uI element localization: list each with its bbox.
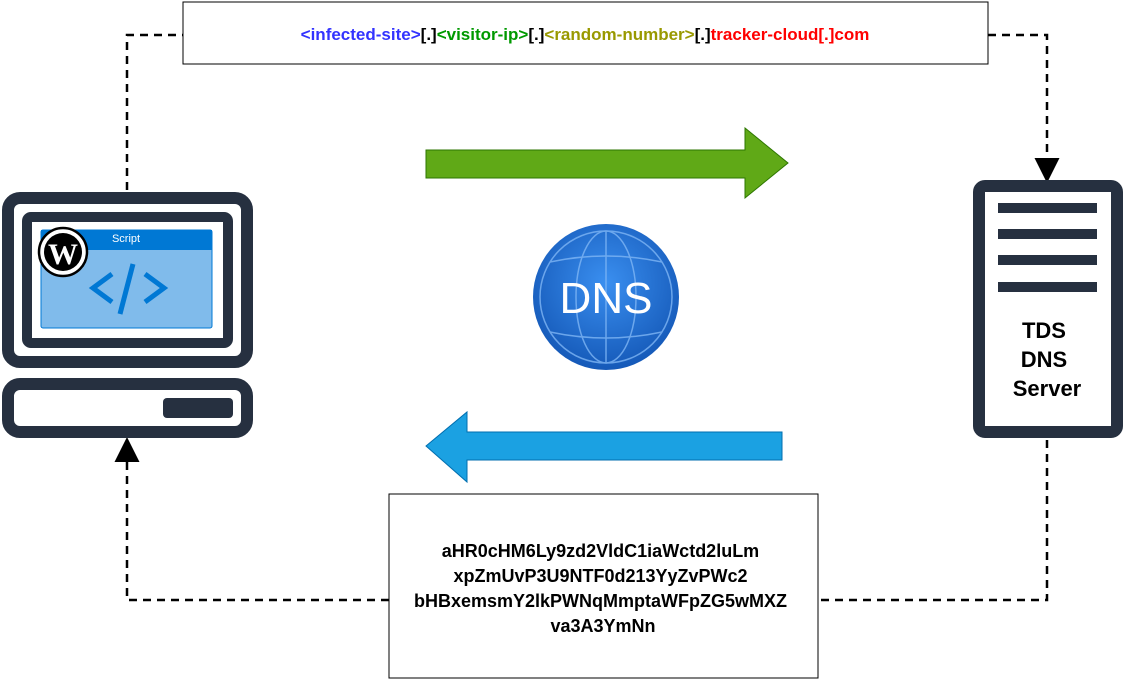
query-part: tracker-cloud[.]com bbox=[711, 25, 870, 44]
dns-globe-icon: DNS bbox=[533, 224, 679, 370]
query-part: [.] bbox=[421, 25, 437, 44]
connector-server-to-response bbox=[818, 440, 1049, 602]
request-arrow bbox=[425, 126, 789, 200]
connector-response-to-client bbox=[114, 437, 389, 602]
server-icon bbox=[973, 180, 1123, 438]
response-line: va3A3YmNn bbox=[550, 616, 655, 636]
response-line: xpZmUvP3U9NTF0d213YyZvPWc2 bbox=[453, 566, 747, 586]
query-part: <random-number> bbox=[544, 25, 694, 44]
svg-text:W: W bbox=[48, 238, 78, 271]
query-box bbox=[182, 1, 989, 65]
query-part: [.] bbox=[528, 25, 544, 44]
server-label-line: TDS bbox=[1022, 318, 1066, 343]
code-icon bbox=[88, 263, 169, 315]
query-format-text: <infected-site>[.]<visitor-ip>[.]<random… bbox=[301, 25, 870, 44]
server-label-line: DNS bbox=[1021, 347, 1067, 372]
connector-client-to-query bbox=[125, 33, 183, 190]
query-part: <visitor-ip> bbox=[437, 25, 529, 44]
response-arrow bbox=[425, 410, 783, 484]
server-label-line: Server bbox=[1013, 376, 1082, 401]
response-text: aHR0cHM6Ly9zd2VldC1iaWctd2luLm xpZmUvP3U… bbox=[414, 541, 792, 636]
query-part: [.] bbox=[695, 25, 711, 44]
connector-query-to-server bbox=[988, 33, 1060, 183]
wordpress-icon: W bbox=[37, 226, 89, 278]
dns-label: DNS bbox=[560, 274, 653, 323]
response-line: bHBxemsmY2lkPWNqMmptaWFpZG5wMXZ bbox=[414, 591, 787, 611]
response-box bbox=[388, 493, 819, 679]
server-label: TDS DNS Server bbox=[1013, 318, 1082, 401]
script-window-title: Script bbox=[112, 233, 140, 245]
response-line: aHR0cHM6Ly9zd2VldC1iaWctd2luLm bbox=[442, 541, 759, 561]
query-part: <infected-site> bbox=[301, 25, 421, 44]
